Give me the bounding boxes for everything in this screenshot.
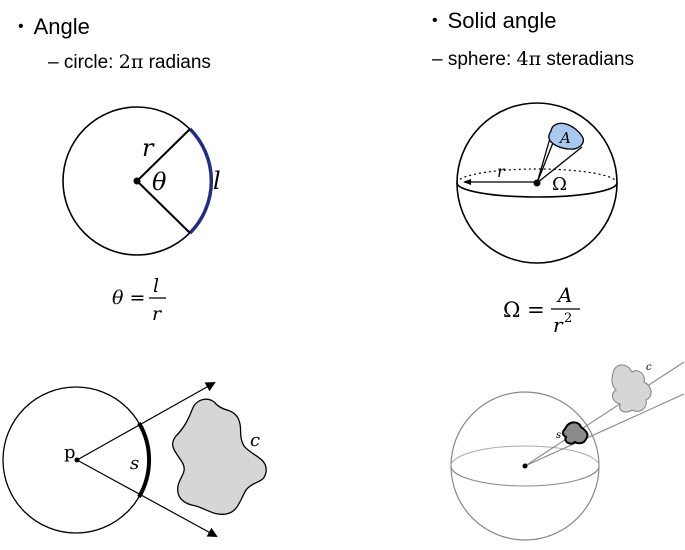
angle-heading-text: Angle bbox=[33, 14, 90, 39]
label-far-c: c bbox=[646, 362, 652, 373]
sphere-subtitle-value: 4π bbox=[516, 48, 542, 70]
label-patch-s: s bbox=[556, 430, 561, 441]
label-l: l bbox=[213, 167, 221, 195]
object-blob-c bbox=[172, 398, 267, 515]
label-theta: θ bbox=[152, 168, 167, 196]
circle-subtitle-prefix: – circle: bbox=[48, 52, 119, 73]
label-r: r bbox=[142, 134, 155, 162]
center-point bbox=[133, 177, 141, 185]
bullet-icon: • bbox=[18, 18, 24, 35]
solid-angle-heading-text: Solid angle bbox=[447, 8, 557, 33]
arc-l bbox=[188, 127, 214, 235]
radius-line-upper bbox=[136, 128, 191, 182]
label-sphere-r: r bbox=[497, 162, 506, 181]
projected-patch-s bbox=[561, 421, 589, 445]
sphere-subtitle: – sphere: 4π steradians bbox=[432, 48, 634, 71]
point-p bbox=[74, 457, 80, 463]
label-c: c bbox=[250, 430, 260, 451]
projected-arc-s bbox=[137, 421, 151, 499]
equator-back bbox=[456, 168, 618, 184]
sphere-subtitle-unit: steradians bbox=[541, 49, 635, 70]
label-omega: Ω bbox=[552, 174, 567, 195]
sphere-center bbox=[533, 179, 541, 187]
circle-subtitle-value: 2π bbox=[118, 51, 144, 73]
tangent-ray-lower bbox=[76, 459, 218, 537]
far-object-blob-c bbox=[611, 364, 652, 413]
sphere-equator-back bbox=[450, 445, 600, 467]
radius-line-lower bbox=[136, 180, 191, 234]
circle-subtitle-unit: radians bbox=[143, 52, 211, 73]
angle-heading: • Angle bbox=[18, 14, 90, 40]
sa-formula-lhs: Ω = bbox=[503, 298, 545, 322]
label-s: s bbox=[130, 453, 139, 474]
sa-formula-exponent: 2 bbox=[564, 311, 572, 326]
sa-formula-denominator: r bbox=[553, 313, 564, 337]
sphere-subtitle-prefix: – sphere: bbox=[432, 49, 517, 70]
solid-angle-formula: Ω = A r 2 bbox=[503, 283, 580, 337]
tangent-ray-upper bbox=[76, 382, 216, 461]
sa-formula-numerator: A bbox=[556, 283, 572, 307]
formula-denominator: r bbox=[152, 303, 163, 325]
circle-subtitle: – circle: 2π radians bbox=[48, 51, 211, 74]
cone-ray-lower bbox=[524, 393, 685, 467]
cone-ray-upper bbox=[524, 361, 685, 467]
equator-front bbox=[456, 182, 618, 198]
projection-circle-diagram: p s c bbox=[2, 382, 267, 537]
solid-angle-heading: • Solid angle bbox=[432, 8, 556, 34]
patch-area-a bbox=[548, 122, 584, 150]
label-p: p bbox=[64, 442, 76, 463]
formula-numerator: l bbox=[153, 275, 159, 297]
angle-circle-diagram: r θ l bbox=[62, 106, 221, 256]
formula-lhs: θ = bbox=[112, 287, 145, 309]
label-a: A bbox=[558, 129, 571, 147]
bullet-icon: • bbox=[432, 12, 438, 29]
solid-angle-sphere-diagram: A r Ω bbox=[456, 102, 618, 264]
cone-line-2 bbox=[536, 146, 583, 184]
angle-formula: θ = l r bbox=[112, 275, 166, 325]
projection-sphere-diagram: s c bbox=[450, 361, 685, 541]
sphere-equator-front bbox=[450, 465, 600, 487]
sphere-center-point bbox=[522, 463, 528, 469]
